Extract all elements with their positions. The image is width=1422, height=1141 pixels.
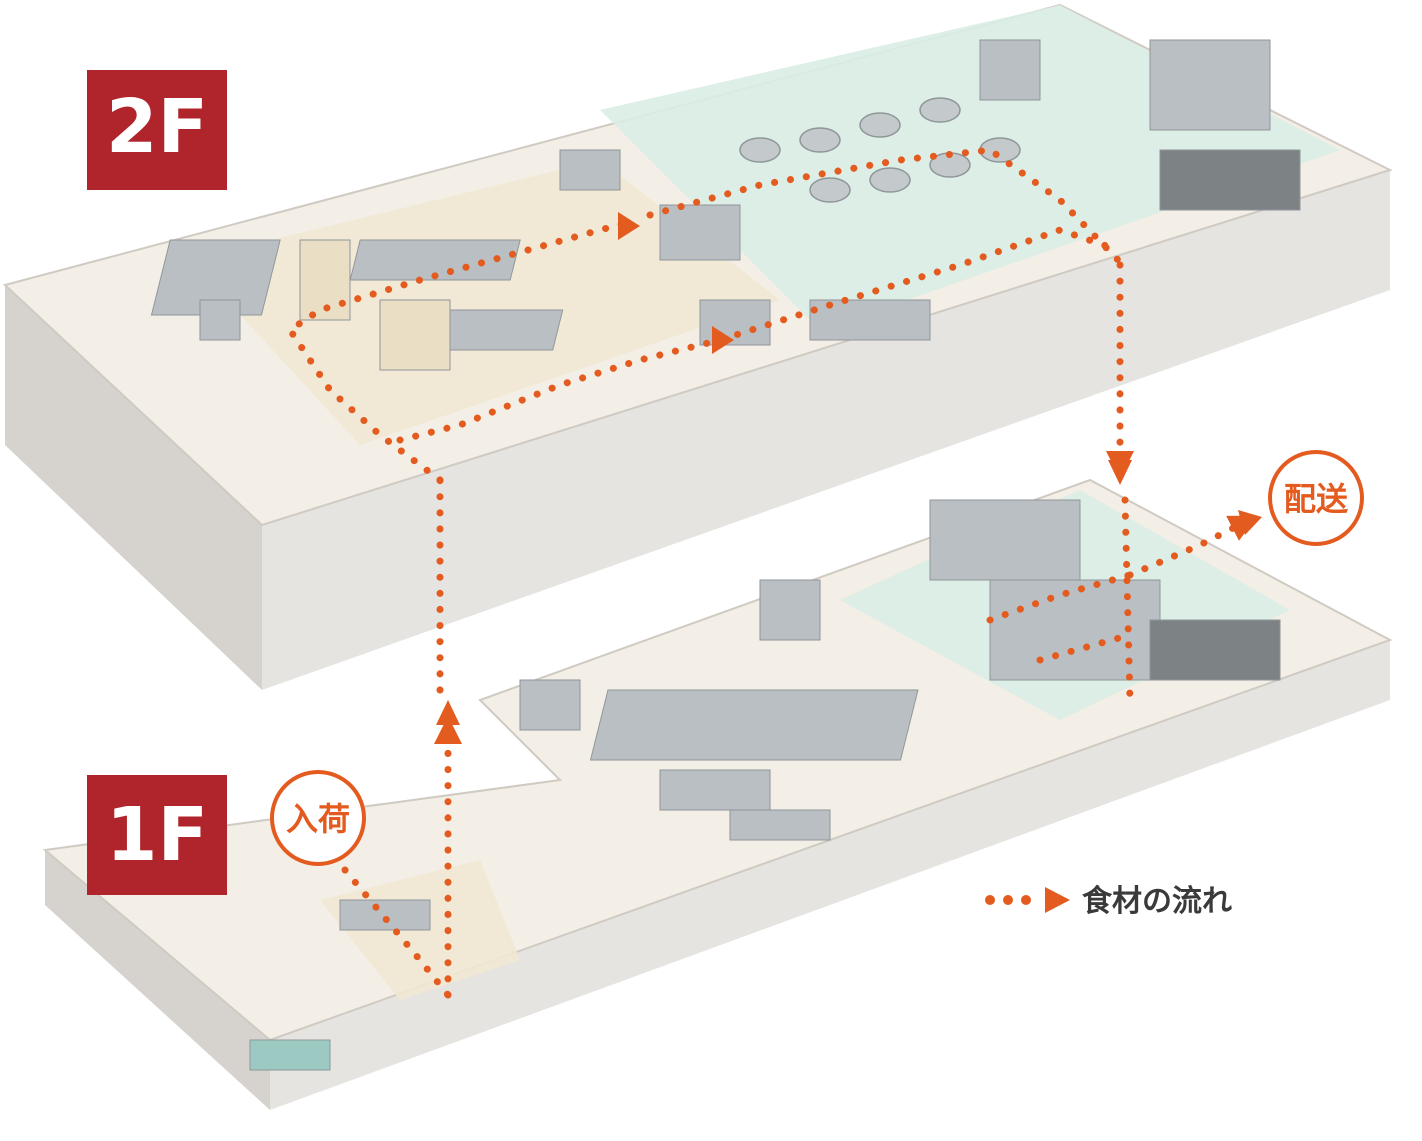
- legend-flow-icon: [985, 887, 1070, 913]
- flow-arrow-2f-lower: [712, 326, 734, 354]
- delivery-callout-label: 配送: [1284, 480, 1348, 518]
- floor-1f-badge: 1F: [87, 775, 227, 895]
- floor-1f-side-wall-left: [45, 850, 270, 1110]
- inbound-callout: 入荷: [270, 770, 366, 866]
- flow-arrow-delivery: [1238, 510, 1262, 535]
- floor-1f-front-wall: [270, 640, 1390, 1110]
- flow-arrow-lift-up: [436, 700, 460, 725]
- flow-arrow-lift-down: [1108, 460, 1132, 485]
- inbound-callout-label: 入荷: [286, 800, 350, 838]
- floor-2f-front-wall: [262, 170, 1390, 690]
- floor-2f-prep-zone: [190, 160, 780, 445]
- flow-arrowheads: [436, 212, 1262, 725]
- floor-1f-building: [42, 478, 1393, 1110]
- floor-2f-badge: 2F: [87, 70, 227, 190]
- floor-2f-side-wall-left: [5, 285, 262, 690]
- legend-label: 食材の流れ: [1082, 884, 1232, 919]
- floor-1f-equipment: [249, 499, 1281, 1071]
- floor-2f-label: 2F: [106, 84, 208, 170]
- flow-arrow-2f-upper: [618, 212, 640, 240]
- floor-1f-label: 1F: [106, 792, 208, 878]
- floor-2f-kettles: [739, 97, 1021, 203]
- delivery-callout: 配送: [1268, 450, 1364, 546]
- legend: 食材の流れ: [985, 884, 1232, 919]
